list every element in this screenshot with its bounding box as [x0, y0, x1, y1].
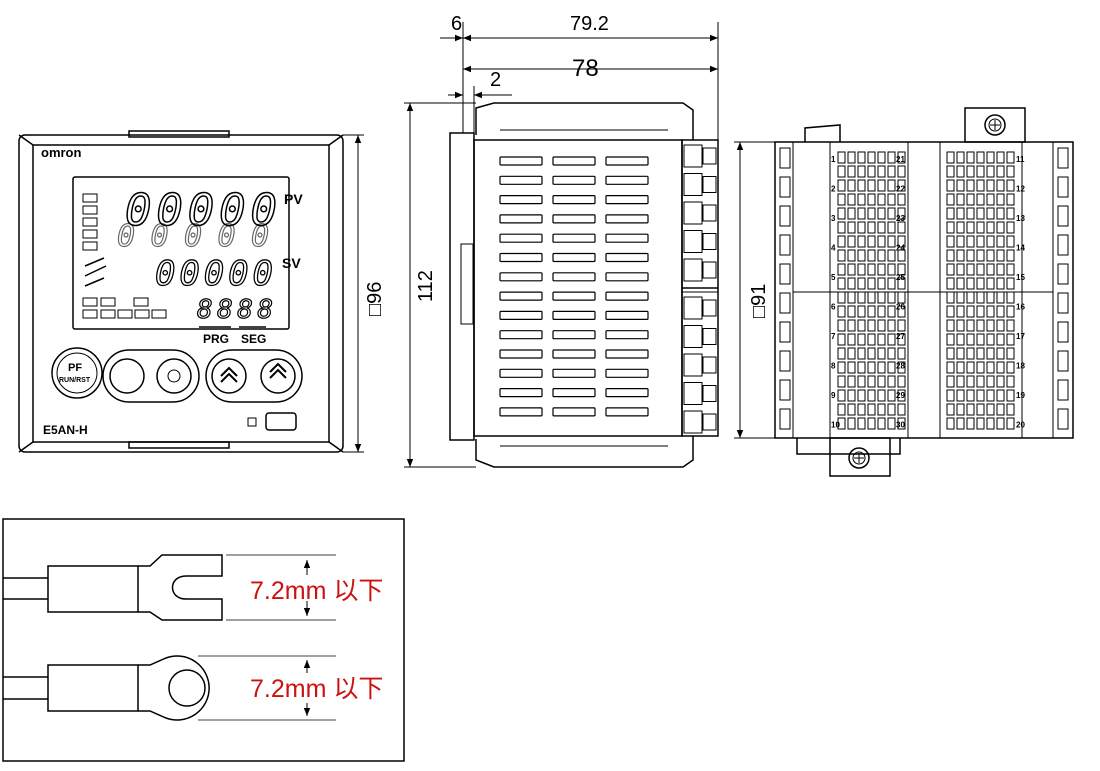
terminal-number-right: 15	[1016, 273, 1025, 282]
dim-body-length: 78	[572, 55, 599, 82]
terminal-number-mid: 28	[896, 362, 905, 371]
rear-dimension: □91	[748, 284, 770, 318]
model-label: E5AN-H	[43, 423, 88, 437]
terminal-number-right: 20	[1016, 421, 1025, 430]
terminal-number-left: 7	[831, 332, 836, 341]
prg-label: PRG	[203, 332, 229, 346]
terminal-number-mid: 23	[896, 214, 905, 223]
pv-digits: 00000	[125, 185, 277, 236]
side-terminal-blocks	[683, 144, 717, 434]
terminal-number-left: 6	[831, 303, 836, 312]
front-panel-view	[18, 130, 364, 453]
terminal-number-right: 11	[1016, 155, 1025, 164]
terminal-number-left: 9	[831, 391, 836, 400]
terminal-number-left: 2	[831, 185, 836, 194]
terminal-number-mid: 26	[896, 303, 905, 312]
terminal-number-left: 10	[831, 421, 840, 430]
terminal-number-right: 18	[1016, 362, 1025, 371]
terminal-number-left: 4	[831, 244, 836, 253]
dim-total-length: 79.2	[570, 13, 609, 35]
terminal-number-right: 14	[1016, 244, 1025, 253]
dim-bezel: 2	[490, 69, 501, 91]
terminal-number-mid: 30	[896, 421, 905, 430]
seg-digits: 8888	[197, 295, 273, 325]
terminal-number-mid: 24	[896, 244, 905, 253]
lcd-display	[72, 176, 290, 330]
terminal-number-right: 16	[1016, 303, 1025, 312]
rear-terminal-numbers: 1234567891021222324252627282930111213141…	[831, 155, 1025, 430]
terminal-number-mid: 22	[896, 185, 905, 194]
rear-terminal-grid	[779, 147, 1069, 430]
brand-logo: omron	[41, 145, 82, 160]
terminal-number-mid: 27	[896, 332, 905, 341]
run-rst-label: RUN/RST	[59, 377, 91, 384]
terminal-number-left: 1	[831, 155, 836, 164]
terminal-number-right: 12	[1016, 185, 1025, 194]
sv-digits: 00000	[155, 254, 273, 294]
terminal-number-mid: 21	[896, 155, 905, 164]
fork-terminal-width: 7.2mm 以下	[250, 577, 383, 605]
terminal-number-right: 13	[1016, 214, 1025, 223]
terminal-number-left: 8	[831, 362, 836, 371]
rear-view	[734, 107, 1074, 477]
terminal-number-mid: 29	[896, 391, 905, 400]
terminal-number-right: 19	[1016, 391, 1025, 400]
ring-terminal-width: 7.2mm 以下	[250, 675, 383, 703]
seg-label: SEG	[241, 332, 266, 346]
dim-panel-thickness: 6	[451, 13, 462, 35]
terminal-number-right: 17	[1016, 332, 1025, 341]
terminal-detail-box	[2, 518, 405, 762]
terminal-number-left: 3	[831, 214, 836, 223]
dim-height: 112	[415, 270, 437, 302]
side-view	[404, 22, 719, 468]
pf-key-label: PF	[68, 362, 82, 374]
side-vent-slots	[499, 156, 649, 417]
pv-label: PV	[284, 191, 303, 207]
terminal-number-left: 5	[831, 273, 836, 282]
sv-label: SV	[282, 255, 301, 271]
terminal-number-mid: 25	[896, 273, 905, 282]
front-dimension: □96	[364, 282, 386, 316]
